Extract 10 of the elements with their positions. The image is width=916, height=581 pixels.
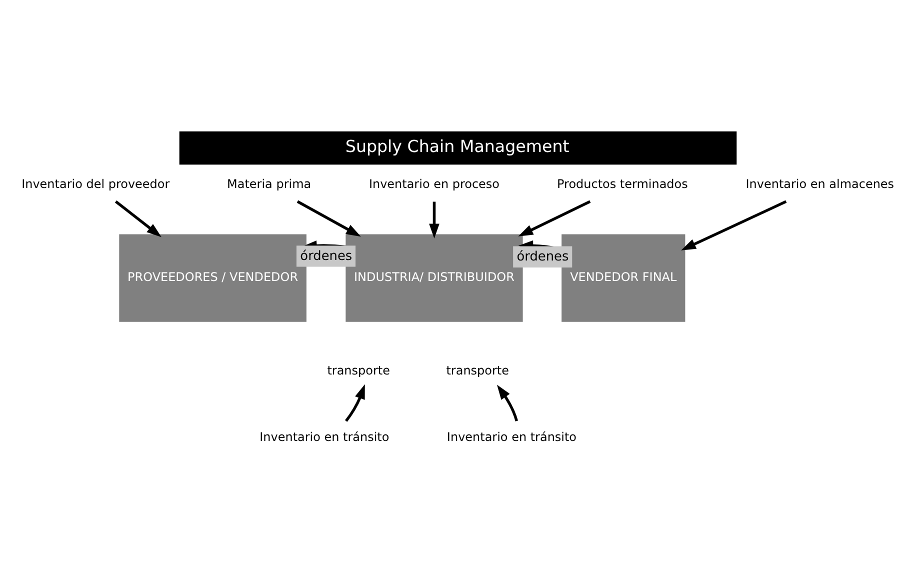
node-text: Materia prima <box>227 176 312 191</box>
node-text: Inventario del proveedor <box>22 176 170 191</box>
node-text: Inventario en tránsito <box>260 429 390 444</box>
node-text: Inventario en almacenes <box>746 176 894 191</box>
node-text: Inventario en tránsito <box>446 429 577 444</box>
node-text: transporte <box>446 362 509 377</box>
diagram-title: Supply Chain Management <box>345 136 570 156</box>
node-text: Productos terminados <box>557 176 688 191</box>
node-text: Inventario en proceso <box>368 176 500 191</box>
node-text: transporte <box>327 362 390 377</box>
